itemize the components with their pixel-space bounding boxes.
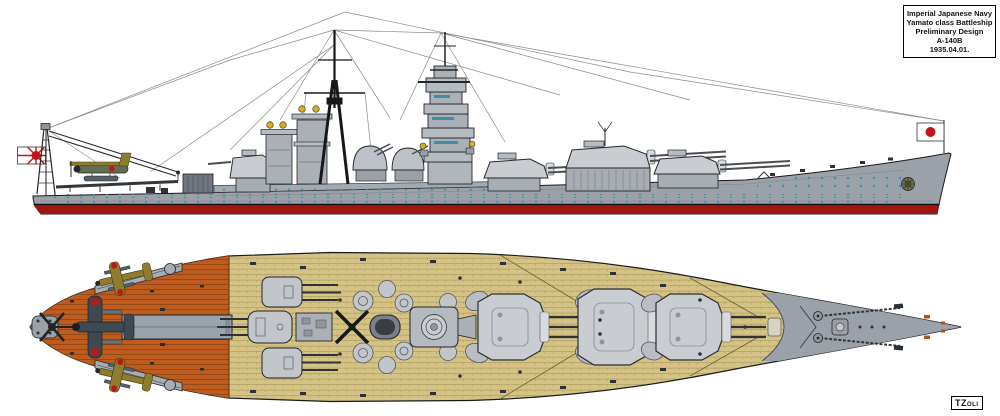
hinomaru-roundel-icon (117, 288, 124, 295)
seaplane-side (69, 152, 132, 182)
aft-gun-barrel (207, 161, 232, 165)
deck-winch2 (161, 188, 168, 193)
aircraft-elevator (121, 314, 233, 340)
bow-steel-deck (761, 292, 961, 362)
midship-deckhouse-plan (295, 312, 333, 342)
fore-hatch (767, 317, 782, 337)
forecastle-fittings (757, 157, 893, 179)
conning-tower-plan (409, 306, 477, 348)
signature-text: TZoli (955, 398, 979, 408)
searchlight-icon (266, 121, 274, 129)
deck-winch (146, 187, 155, 193)
funnel-plan (369, 314, 401, 340)
aft-catapult-rail (55, 180, 179, 192)
deck-tiedowns (70, 285, 204, 371)
title-line-variant: A-140B (936, 36, 963, 45)
seaplane-catapult-upper (95, 261, 153, 296)
main-turret-1-side (653, 149, 791, 189)
title-line-class: Yamato class Battleship (906, 18, 993, 27)
artist-signature: TZoli (951, 396, 983, 410)
stern-crane (36, 123, 180, 195)
side-profile-view (17, 11, 952, 215)
aft-secondary-turret-plan (217, 310, 293, 344)
aa-mounts-plan (352, 280, 457, 374)
rigging-wires (45, 11, 945, 179)
searchlight-icon (468, 140, 476, 148)
seaplane-deck-plan (72, 295, 135, 359)
searchlight-icon (419, 142, 427, 150)
deck-seams (499, 254, 761, 400)
hinomaru-roundel-icon (91, 348, 99, 356)
aa-dome-mount-1 (352, 143, 394, 182)
wing-secondary-turret-upper (261, 276, 341, 308)
main-turret-1-plan (641, 293, 766, 361)
hinomaru-roundel-icon (91, 298, 99, 306)
searchlight-icon (279, 121, 287, 129)
ensign-sun-disc (31, 151, 41, 160)
main-turret-3-plan (465, 290, 584, 364)
hinomaru-roundel-icon (117, 359, 124, 366)
title-box: Imperial Japanese Navy Yamato class Batt… (903, 5, 996, 58)
bow-jack-flag (916, 120, 945, 153)
main-turret-2-plan (575, 288, 700, 366)
bridge-windows (432, 117, 454, 120)
chrysanthemum-crest-icon (901, 177, 915, 191)
wing-secondary-turret-lower (261, 347, 341, 379)
bridge-windows (434, 95, 450, 98)
stern-platform (31, 315, 59, 339)
mainmast-tripod (304, 30, 365, 185)
waterline-red-stripe (34, 205, 939, 214)
hinomaru-disc (925, 127, 936, 137)
seaplane-catapult-lower (95, 358, 153, 393)
plan-deck-fittings (250, 258, 747, 397)
pagoda-mast-tower (418, 32, 476, 185)
title-line-navy: Imperial Japanese Navy (906, 9, 993, 18)
hinomaru-roundel-icon (111, 262, 118, 269)
bow-anchor-gear (799, 303, 945, 351)
hinomaru-roundel-icon (109, 165, 115, 172)
title-line-design: Preliminary Design (915, 27, 984, 36)
bridge-windows (434, 141, 458, 144)
aft-secondary-turret-side (207, 149, 277, 193)
searchlight-tower-aft (260, 121, 298, 185)
mainmast-plan (334, 309, 370, 345)
searchlight-icon (312, 105, 320, 113)
aa-dome-mount-2 (391, 145, 429, 182)
main-turret-3-side (483, 152, 619, 192)
gun-barrels (649, 150, 727, 157)
hinomaru-roundel-icon (111, 385, 118, 392)
porthole-rows (46, 177, 917, 203)
deck-plan-view (29, 251, 962, 403)
gun-barrels (719, 160, 791, 166)
searchlight-icon (298, 105, 306, 113)
title-line-date: 1935.04.01. (929, 45, 970, 54)
aft-hangar-block (182, 173, 214, 194)
stern-ensign (17, 127, 47, 196)
